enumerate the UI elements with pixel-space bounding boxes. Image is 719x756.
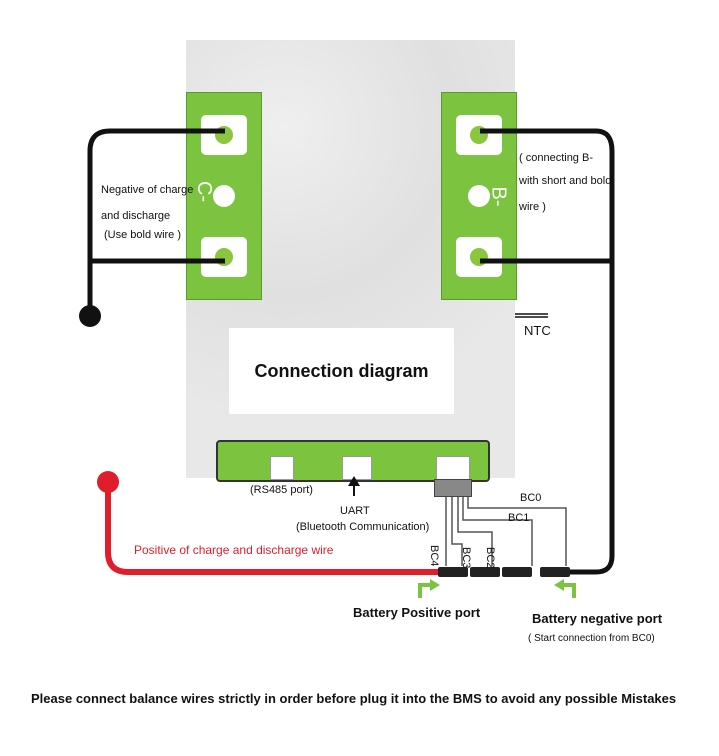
b-conn-label-1: ( connecting B-: [519, 152, 593, 164]
neg-charge-label-1: Negative of charge: [101, 184, 194, 196]
balance-block-bc3: [470, 567, 500, 577]
b-conn-label-3: wire ): [519, 201, 546, 213]
b-minus-wire-outer: [480, 128, 615, 575]
neg-charge-label-3: (Use bold wire ): [104, 229, 182, 241]
uart-arrow-head: [348, 476, 360, 486]
c-minus-terminal: [79, 305, 101, 327]
battery-positive-label: Battery Positive port: [353, 605, 481, 620]
b-conn-label-2: with short and bold: [519, 175, 612, 187]
positive-wire-label: Positive of charge and discharge wire: [134, 543, 334, 557]
b-minus-pad: [441, 92, 517, 300]
b-minus-hole: [468, 185, 490, 207]
neg-arrow-head: [554, 579, 564, 591]
bc0-label: BC0: [520, 492, 542, 504]
c-minus-bottom-lug: [201, 237, 247, 277]
bc2-wire: [457, 497, 493, 566]
diagram-title: Connection diagram: [229, 328, 454, 414]
balance-block-bc0: [540, 567, 570, 577]
uart-label: UART: [340, 505, 370, 517]
pos-arrow-line: [418, 583, 432, 598]
bc2-label: BC2: [484, 547, 496, 569]
balance-block-bc2: [502, 567, 532, 577]
bc3-wire: [451, 497, 463, 566]
bc3-label: BC3: [460, 547, 472, 569]
balance-connector: [434, 479, 472, 497]
neg-arrow-line: [562, 583, 576, 598]
bc4-label: BC4: [428, 545, 440, 567]
start-bc0-label: ( Start connection from BC0): [528, 633, 655, 644]
positive-terminal: [97, 471, 119, 493]
c-minus-wire-top: [87, 128, 225, 316]
c-minus-hole: [213, 185, 235, 207]
neg-charge-label-2: and discharge: [101, 210, 171, 222]
balance-block-bc4: [438, 567, 468, 577]
bc1-wire: [462, 497, 533, 566]
connector-bar: [216, 440, 490, 482]
ntc-label: NTC: [524, 323, 551, 338]
bluetooth-label: (Bluetooth Communication): [296, 521, 430, 533]
rs485-label: (RS485 port): [250, 484, 313, 496]
uart-plug: [342, 456, 372, 480]
notice-text: Please connect balance wires strictly in…: [31, 691, 677, 706]
bc1-label: BC1: [508, 512, 530, 524]
battery-negative-label: Battery negative port: [532, 611, 663, 626]
bc0-wire: [467, 497, 567, 566]
positive-wire: [105, 482, 440, 575]
pos-arrow-head: [430, 579, 440, 591]
rs485-plug: [270, 456, 294, 480]
